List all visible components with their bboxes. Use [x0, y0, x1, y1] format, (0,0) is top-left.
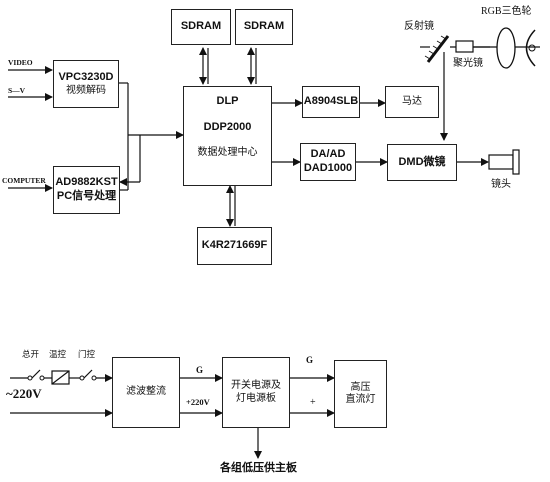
g-label-2: G	[306, 355, 314, 365]
color-wheel-label: RGB三色轮	[481, 6, 532, 17]
g-label-1: G	[196, 365, 204, 375]
ad9882kst-name: AD9882KST	[55, 176, 118, 189]
temp-control-label: 温控	[49, 350, 67, 360]
computer-input-label: COMPUTER	[2, 176, 46, 185]
output-label: 各组低压供主板	[220, 461, 297, 474]
mains-voltage-label: ~220V	[6, 386, 42, 401]
optics-drawing	[424, 27, 540, 175]
lamp-line2: 直流灯	[345, 394, 376, 405]
daad-block: DA/AD DAD1000	[300, 143, 356, 181]
daad-name: DA/AD	[310, 148, 346, 161]
sdram-block-2: SDRAM	[235, 9, 293, 45]
dlp-name: DLP	[216, 95, 239, 107]
ddp2000-name: DDP2000	[203, 120, 252, 133]
door-control-label: 门控	[78, 350, 96, 360]
psu-line2: 灯电源板	[236, 392, 276, 404]
lamp-line1: 高压	[350, 381, 371, 393]
psu-line1: 开关电源及	[231, 380, 281, 391]
lamp-block: 高压 直流灯	[334, 360, 387, 428]
dlp-block: DLP DDP2000 数据处理中心	[183, 86, 272, 186]
reflector-label: 反射镜	[404, 21, 434, 32]
dad1000-name: DAD1000	[303, 162, 353, 174]
ad9882kst-block: AD9882KST PC信号处理	[53, 166, 120, 214]
condenser-label: 聚光镜	[453, 58, 483, 69]
motor-block: 马达	[385, 86, 439, 118]
filter-rectifier-block: 滤波整流	[112, 357, 180, 428]
s-video-input-label: S—V	[8, 86, 26, 95]
power-lines	[10, 369, 335, 459]
vpc3230d-block: VPC3230D 视频解码	[53, 60, 119, 108]
sdram-block-1: SDRAM	[171, 9, 231, 45]
plus-label: +	[310, 397, 316, 408]
dmd-block: DMD微镜	[387, 144, 457, 181]
video-input-label: VIDEO	[8, 58, 33, 67]
main-switch-label: 总开	[22, 350, 40, 360]
k4r271669f-block: K4R271669F	[197, 227, 272, 265]
dlp-desc: 数据处理中心	[197, 146, 258, 158]
vpc3230d-name: VPC3230D	[58, 70, 114, 83]
lens-label: 镜头	[491, 179, 511, 190]
ad9882kst-desc: PC信号处理	[56, 190, 117, 202]
vpc3230d-desc: 视频解码	[66, 84, 106, 96]
v220-label: +220V	[186, 397, 210, 407]
psu-block: 开关电源及 灯电源板	[222, 357, 290, 428]
a8904slb-block: A8904SLB	[302, 86, 360, 118]
